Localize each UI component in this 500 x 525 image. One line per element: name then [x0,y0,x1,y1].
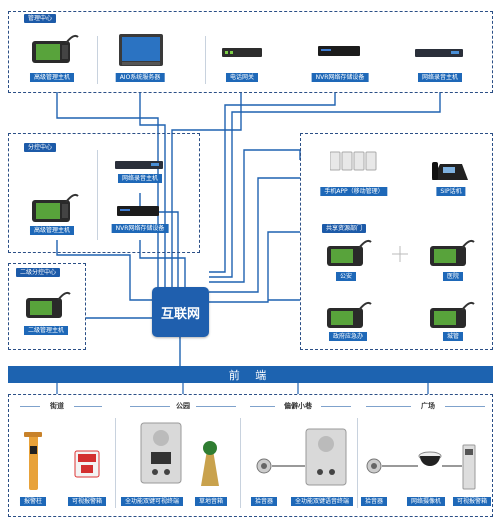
zone-divider [20,406,40,407]
sip-phone-image [430,158,470,188]
device-label: 二级管理主机 [23,326,69,335]
device-label: 政府应急办 [328,332,368,341]
device-label: 拾音器 [250,497,278,506]
secondary-branch-box [8,263,86,350]
police-terminal-image [325,238,373,272]
urban-management-terminal-image [428,300,476,334]
management-center-tag: 管理中心 [24,14,57,23]
separator [357,418,358,508]
management-host-image [30,33,80,69]
zone-divider [445,406,485,407]
zone-title: 街道 [50,402,64,410]
dual-key-video-terminal-image [140,422,182,488]
mobile-app-image [329,150,378,186]
aio-server-image [118,33,164,71]
device-label: 可视报警箱 [452,497,492,506]
branch-center-tag: 分控中心 [24,143,57,152]
zone-title: 偏僻小巷 [284,402,312,410]
sound-pickup-image [256,458,272,478]
zone-divider [74,406,102,407]
visual-alarm-box-image [462,444,476,494]
zone-divider [250,406,275,407]
separator [97,36,98,84]
device-label: 可视报警箱 [67,497,107,506]
front-end-box [8,394,493,517]
sound-pickup-image [366,458,382,478]
shared-resources-tag: 共享资源部门 [322,224,367,233]
nvr-image [318,42,360,62]
device-label: 公安 [335,272,357,281]
phone-gateway-image [222,44,262,63]
hospital-terminal-image [428,238,476,272]
zone-divider [366,406,411,407]
device-label: NVR网络存储设备 [311,73,369,82]
device-label: 全功能双键可视终端 [120,497,184,506]
device-label: 医院 [442,272,464,281]
device-label: 报警柱 [19,497,47,506]
device-label: 全功能双键语音终端 [290,497,354,506]
zone-divider [196,406,236,407]
device-label: AIO系统服务器 [115,73,165,82]
branch-center-box [8,133,200,253]
zone-title: 公园 [176,402,190,410]
dual-key-voice-terminal-image [305,428,347,490]
recording-host-image [415,44,463,63]
secondary-host-image [24,290,74,324]
separator [240,418,241,508]
device-label: 网络录音主机 [117,174,163,183]
internet-hub: 互联网 [152,287,209,337]
device-label: 网络摄像机 [406,497,446,506]
zone-divider [130,406,170,407]
plus-icon [392,246,408,266]
right-group-box [300,133,493,350]
device-label: 高级管理主机 [29,73,75,82]
management-center-box [8,11,493,93]
device-label: 城管 [442,332,464,341]
management-host-image [30,192,80,228]
separator [97,150,98,240]
lawn-speaker-image [197,440,223,494]
secondary-branch-tag: 二级分控中心 [16,268,61,277]
front-end-bar: 前 端 [8,366,493,383]
device-label: 手机APP（移动管理） [320,187,388,196]
visual-alarm-box-image [74,450,100,482]
device-label: 电话网关 [225,73,259,82]
nvr-image [117,202,159,222]
government-terminal-image [325,300,373,334]
device-label: SIP话机 [436,187,466,196]
recording-host-image [115,156,163,175]
zone-title: 广场 [421,402,435,410]
device-label: 高级管理主机 [29,226,75,235]
zone-divider [321,406,351,407]
device-label: NVR网络存储设备 [111,224,169,233]
network-camera-image [418,450,442,476]
device-label: 草地音箱 [194,497,228,506]
separator [115,418,116,508]
separator [205,36,206,84]
device-label: 拾音器 [360,497,388,506]
alarm-pillar-image [22,428,44,498]
device-label: 网络录音主机 [417,73,463,82]
